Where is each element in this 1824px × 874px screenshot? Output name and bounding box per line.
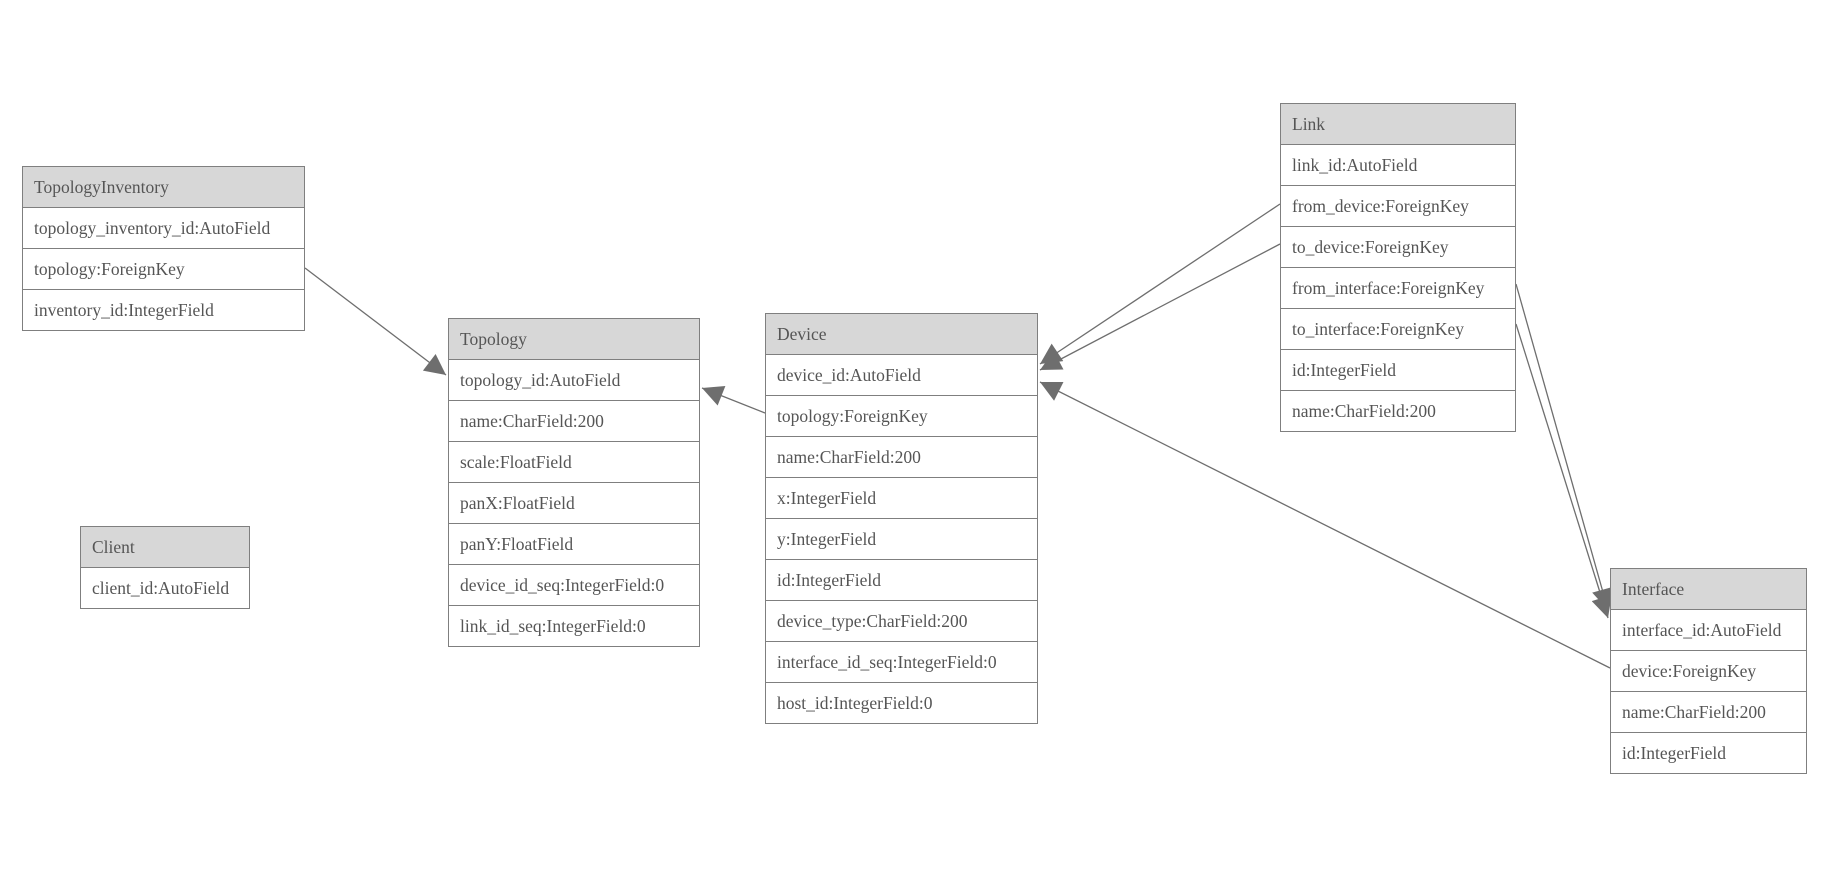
entity-field-row: name:CharField:200 bbox=[449, 401, 699, 442]
entity-field-row: topology:ForeignKey bbox=[766, 396, 1037, 437]
entity-field-row: client_id:AutoField bbox=[81, 568, 249, 608]
entity-field-row: id:IntegerField bbox=[766, 560, 1037, 601]
entity-title-client: Client bbox=[81, 527, 249, 568]
entity-title-topology: Topology bbox=[449, 319, 699, 360]
entity-field-row: panX:FloatField bbox=[449, 483, 699, 524]
entity-field-row: id:IntegerField bbox=[1281, 350, 1515, 391]
relation-device-topology bbox=[701, 385, 766, 414]
relation-link-from_interface-interface bbox=[1515, 283, 1613, 611]
entity-title-device: Device bbox=[766, 314, 1037, 355]
entity-field-row: y:IntegerField bbox=[766, 519, 1037, 560]
entity-field-row: to_device:ForeignKey bbox=[1281, 227, 1515, 268]
entity-field-row: host_id:IntegerField:0 bbox=[766, 683, 1037, 723]
entity-field-row: name:CharField:200 bbox=[1611, 692, 1806, 733]
relation-link-from_device-device bbox=[1039, 203, 1281, 365]
entity-title-topology-inventory: TopologyInventory bbox=[23, 167, 304, 208]
entity-title-interface: Interface bbox=[1611, 569, 1806, 610]
relation-topologyinventory-topology bbox=[304, 267, 447, 376]
entity-field-row: name:CharField:200 bbox=[766, 437, 1037, 478]
entity-field-row: to_interface:ForeignKey bbox=[1281, 309, 1515, 350]
entity-field-row: inventory_id:IntegerField bbox=[23, 290, 304, 330]
entity-field-row: from_interface:ForeignKey bbox=[1281, 268, 1515, 309]
entity-field-row: topology_inventory_id:AutoField bbox=[23, 208, 304, 249]
entity-field-row: x:IntegerField bbox=[766, 478, 1037, 519]
entity-field-row: topology:ForeignKey bbox=[23, 249, 304, 290]
entity-field-row: interface_id_seq:IntegerField:0 bbox=[766, 642, 1037, 683]
entity-field-row: id:IntegerField bbox=[1611, 733, 1806, 773]
relation-link-to_interface-interface bbox=[1515, 323, 1612, 619]
entity-field-row: name:CharField:200 bbox=[1281, 391, 1515, 431]
entity-field-row: device_type:CharField:200 bbox=[766, 601, 1037, 642]
entity-field-row: device_id_seq:IntegerField:0 bbox=[449, 565, 699, 606]
entity-field-row: device:ForeignKey bbox=[1611, 651, 1806, 692]
entity-field-row: from_device:ForeignKey bbox=[1281, 186, 1515, 227]
entity-field-row: scale:FloatField bbox=[449, 442, 699, 483]
entity-field-row: device_id:AutoField bbox=[766, 355, 1037, 396]
relation-link-to_device-device bbox=[1039, 243, 1281, 371]
entity-field-row: link_id_seq:IntegerField:0 bbox=[449, 606, 699, 646]
entity-field-row: link_id:AutoField bbox=[1281, 145, 1515, 186]
entity-field-row: topology_id:AutoField bbox=[449, 360, 699, 401]
entity-title-link: Link bbox=[1281, 104, 1515, 145]
relation-interface-device bbox=[1039, 381, 1611, 669]
entity-field-row: panY:FloatField bbox=[449, 524, 699, 565]
entity-field-row: interface_id:AutoField bbox=[1611, 610, 1806, 651]
